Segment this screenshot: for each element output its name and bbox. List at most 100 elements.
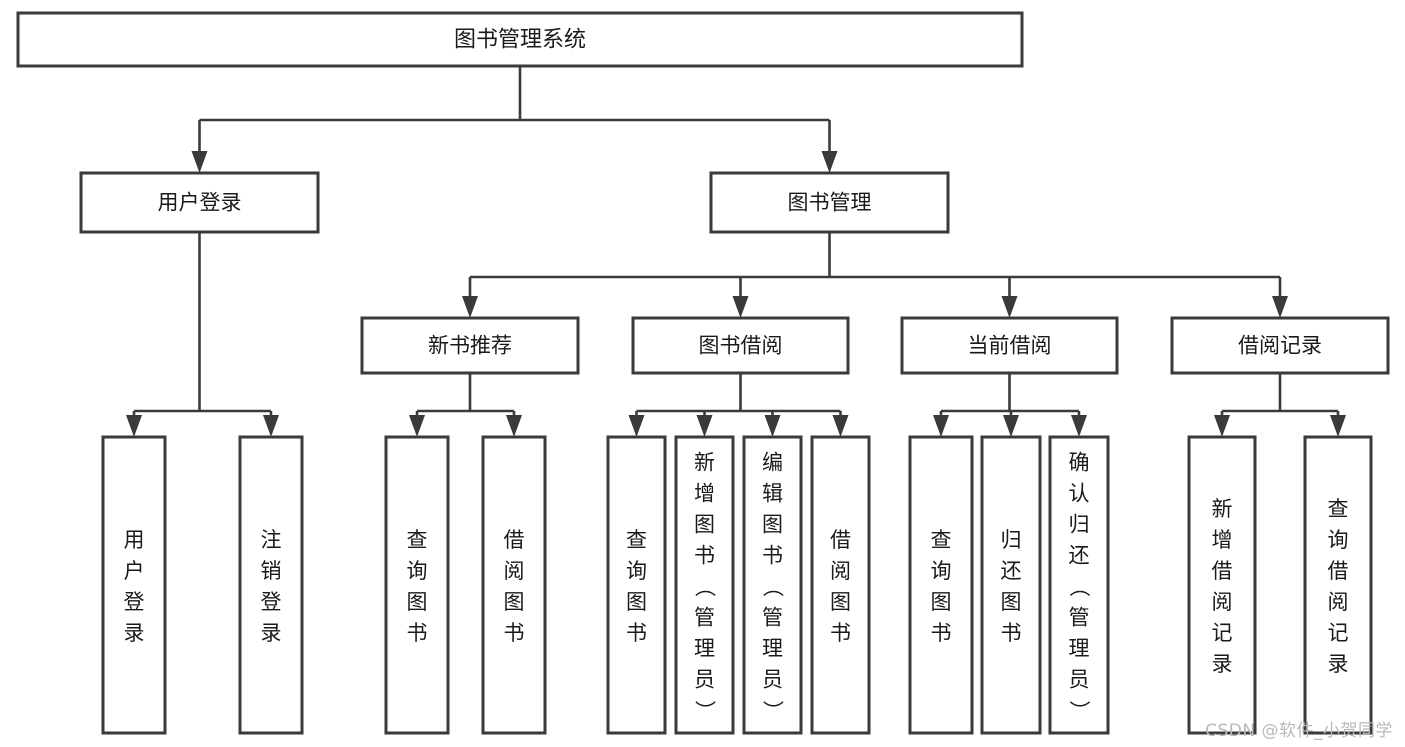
node-leaf-用户登录-注销登录[interactable] [238, 435, 304, 735]
node-label-char: 新 [1212, 497, 1233, 521]
arrow-head-icon [628, 415, 645, 437]
node-label-char: 阅 [1212, 590, 1233, 614]
node-level1-用户登录[interactable] [79, 171, 320, 234]
node-label-vertical: 用户登录 [124, 528, 145, 645]
node-label-char: 理 [1069, 637, 1090, 661]
node-level2-新书推荐[interactable] [360, 316, 580, 375]
node-label-char: 增 [1212, 528, 1233, 552]
node-label-char: 书 [762, 544, 783, 568]
node-leaf-借阅记录-新增借阅记录[interactable] [1187, 435, 1257, 735]
node-label-char: （ [693, 576, 717, 597]
node-leaf-当前借阅-归还图书[interactable] [980, 435, 1042, 735]
node-label-char: 员 [694, 668, 715, 692]
node-label-char: 借 [830, 528, 851, 552]
node-label-char: （ [761, 576, 785, 597]
arrow-head-icon [732, 296, 749, 318]
watermark-text: CSDN @软件_小贺同学 [1205, 721, 1393, 741]
arrow-head-icon [696, 415, 713, 437]
node-label-char: 书 [931, 621, 952, 645]
arrow-head-icon [764, 415, 781, 437]
node-leaf-当前借阅-确认归还（管理员）[interactable] [1048, 435, 1110, 735]
node-label-char: 查 [626, 528, 647, 552]
node-label-char: ） [761, 700, 785, 721]
node-root-图书管理系统[interactable] [16, 11, 1024, 68]
node-label-char: 书 [830, 621, 851, 645]
node-label-char: 询 [407, 559, 428, 583]
node-label-char: （ [1067, 576, 1091, 597]
node-label-char: 编 [762, 451, 783, 475]
node-label-char: 图 [407, 590, 428, 614]
node-leaf-图书借阅-新增图书（管理员）[interactable] [674, 435, 735, 735]
node-level1-图书管理[interactable] [709, 171, 950, 234]
node-label-char: 书 [626, 621, 647, 645]
node-layer: 图书管理系统用户登录图书管理新书推荐图书借阅当前借阅借阅记录用户登录注销登录查询… [16, 11, 1390, 735]
node-label-char: 用 [124, 528, 145, 552]
arrow-head-icon [933, 415, 949, 437]
node-leaf-图书借阅-编辑图书（管理员）[interactable] [742, 435, 803, 735]
node-leaf-图书借阅-借阅图书[interactable] [810, 435, 871, 735]
arrow-head-icon [1214, 415, 1230, 437]
node-label-char: 借 [1212, 559, 1233, 583]
node-label-char: 图 [830, 590, 851, 614]
node-label: 用户登录 [158, 191, 242, 215]
node-label-char: 阅 [830, 559, 851, 583]
node-label-char: 员 [762, 668, 783, 692]
node-label-char: 查 [1328, 497, 1349, 521]
node-label: 当前借阅 [968, 334, 1052, 358]
arrow-head-icon [1071, 415, 1087, 437]
node-label-char: 认 [1069, 482, 1090, 506]
node-leaf-当前借阅-查询图书[interactable] [908, 435, 974, 735]
node-label-char: 销 [261, 559, 282, 583]
node-label-char: ） [693, 700, 717, 721]
node-label-char: 新 [694, 451, 715, 475]
node-label-char: 录 [124, 621, 145, 645]
node-label-char: 管 [762, 606, 783, 630]
node-leaf-新书推荐-借阅图书[interactable] [481, 435, 547, 735]
arrow-head-icon [409, 415, 425, 437]
node-label-char: 管 [694, 606, 715, 630]
arrow-head-icon [1001, 296, 1018, 318]
arrow-head-icon [462, 296, 478, 318]
node-leaf-借阅记录-查询借阅记录[interactable] [1303, 435, 1373, 735]
node-label-char: 书 [407, 621, 428, 645]
node-label-char: 记 [1212, 621, 1233, 645]
node-label-char: 还 [1069, 544, 1090, 568]
arrow-head-icon [1330, 415, 1346, 437]
node-label-char: 归 [1069, 513, 1090, 537]
node-label-char: 员 [1069, 668, 1090, 692]
node-label-char: 查 [407, 528, 428, 552]
node-label-char: 图 [504, 590, 525, 614]
node-label: 图书管理系统 [454, 28, 586, 53]
arrow-head-icon [821, 151, 838, 173]
node-label-char: 询 [1328, 528, 1349, 552]
node-label: 新书推荐 [428, 334, 512, 358]
node-label-char: 还 [1001, 559, 1022, 583]
node-leaf-用户登录-用户登录[interactable] [101, 435, 167, 735]
node-label-char: 图 [694, 513, 715, 537]
node-label: 借阅记录 [1238, 334, 1322, 358]
node-level2-图书借阅[interactable] [631, 316, 850, 375]
node-leaf-新书推荐-查询图书[interactable] [384, 435, 450, 735]
node-label-char: 询 [931, 559, 952, 583]
node-label-char: 借 [1328, 559, 1349, 583]
node-label-char: 登 [124, 590, 145, 614]
node-label-char: 阅 [504, 559, 525, 583]
node-label-char: 管 [1069, 606, 1090, 630]
node-label-char: ） [1067, 700, 1091, 721]
node-label-char: 登 [261, 590, 282, 614]
arrow-head-icon [1272, 296, 1288, 318]
node-label-char: 录 [1328, 652, 1349, 676]
node-level2-借阅记录[interactable] [1170, 316, 1390, 375]
node-leaf-图书借阅-查询图书[interactable] [606, 435, 667, 735]
node-label-char: 归 [1001, 528, 1022, 552]
node-level2-当前借阅[interactable] [900, 316, 1119, 375]
arrow-head-icon [506, 415, 522, 437]
